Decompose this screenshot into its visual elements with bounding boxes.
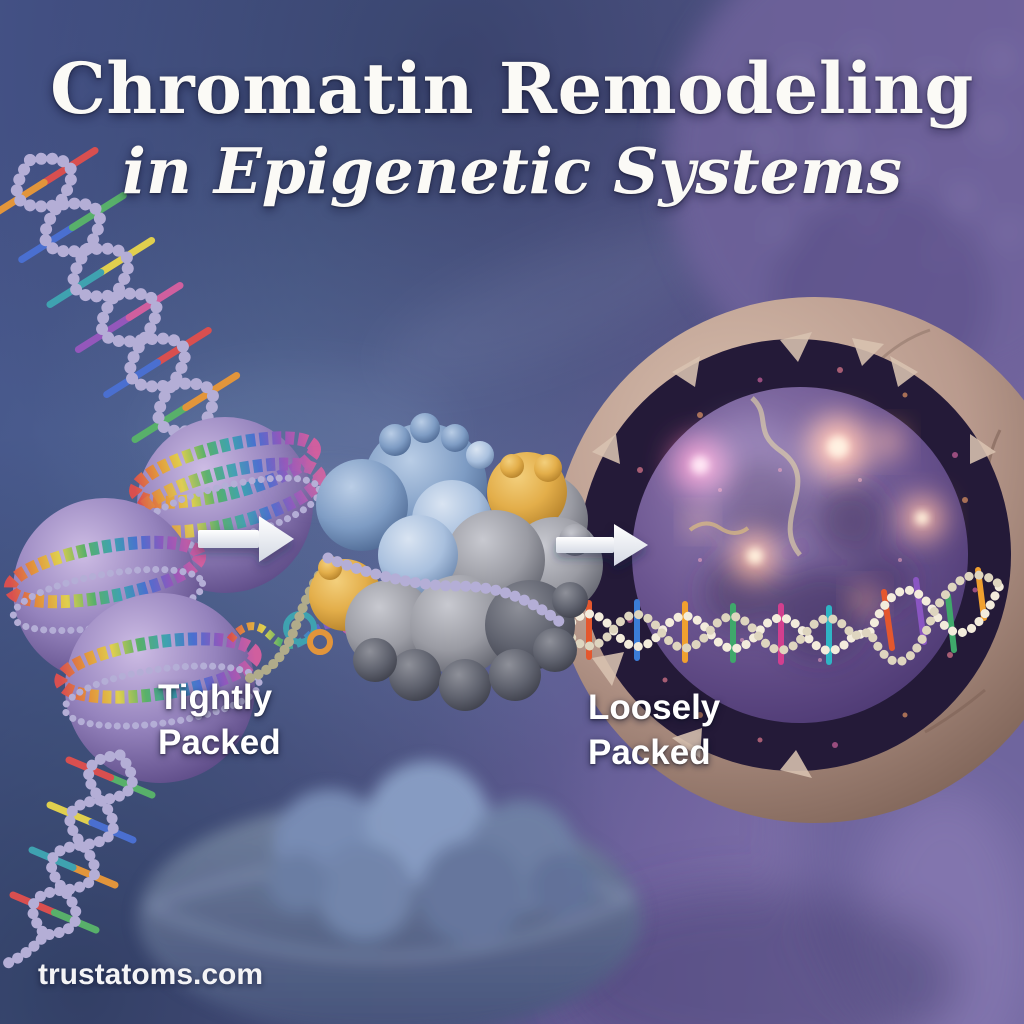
arrow-right-icon (198, 516, 294, 562)
nucleosome-cluster (3, 417, 326, 783)
label-line: Packed (588, 732, 711, 772)
label-loosely-packed: Loosely Packed (588, 686, 720, 776)
dna-double-helix-lower (0, 749, 156, 972)
website-watermark: trustatoms.com (38, 958, 264, 991)
glow-spot (901, 497, 943, 539)
smoke-wisp (270, 467, 390, 503)
dna-backbones (0, 749, 138, 972)
label-line: Tightly (158, 678, 273, 717)
glow-spot (852, 587, 878, 613)
dna-backbones (10, 152, 220, 438)
dna-backbones (560, 570, 1005, 667)
arrow-right-icon (556, 524, 648, 566)
label-line: Packed (158, 722, 281, 762)
dna-thread-through-complex (322, 552, 566, 628)
dna-double-helix (0, 147, 241, 443)
glow-spot (807, 416, 869, 478)
label-tightly-packed: Tightly Packed (158, 676, 281, 766)
open-dna-helix (560, 567, 1005, 667)
glow-spot (732, 533, 778, 579)
blurred-vesicle-bowl (138, 761, 642, 1024)
faint-dna-ribbon (688, 396, 802, 557)
glow-spot (873, 427, 903, 457)
glow-spots (673, 416, 943, 613)
label-line: Loosely (588, 688, 721, 727)
condensed-chromatin (0, 147, 353, 972)
glow-spot (673, 438, 727, 492)
